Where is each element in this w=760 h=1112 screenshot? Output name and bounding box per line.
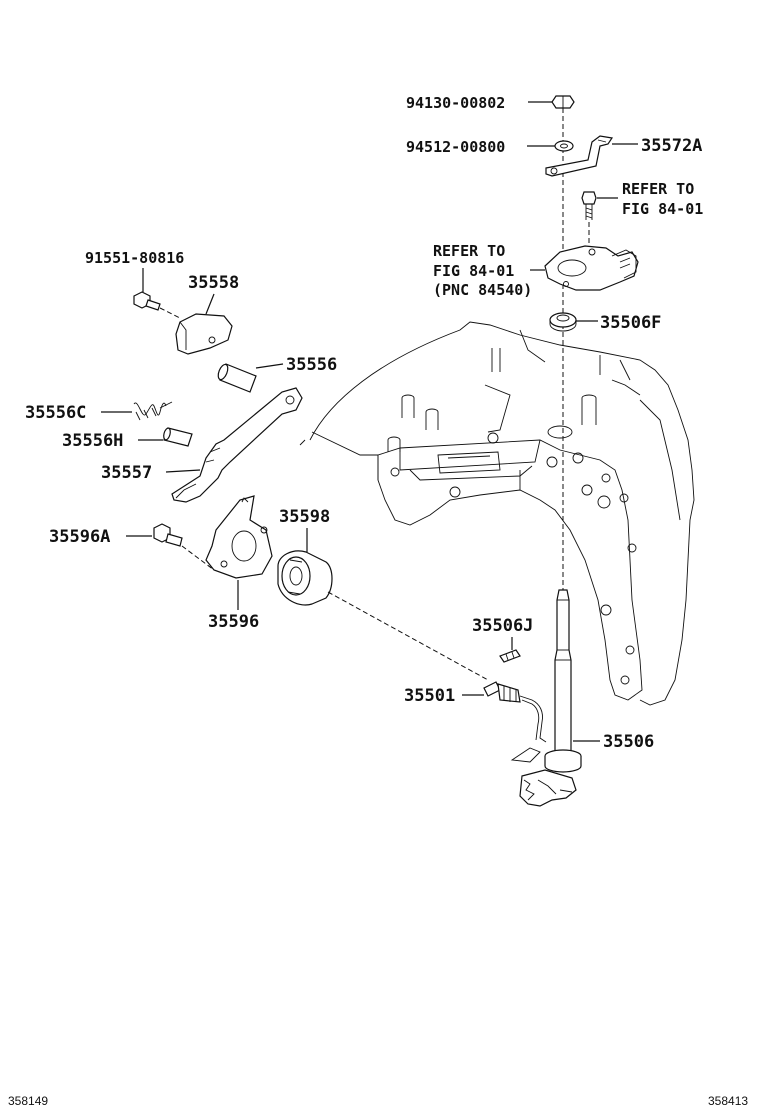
label-35506: 35506 [603,732,654,752]
label-35506F: 35506F [600,313,661,333]
leader-35558 [205,293,215,315]
label-35572A: 35572A [641,136,702,156]
transmission-case [299,321,695,706]
shaft-axis-line [327,591,489,681]
label-35556: 35556 [286,355,337,375]
ref-mid-line3: (PNC 84540) [433,281,532,299]
pin-35506J [499,649,521,663]
ref-mid-line2: FIG 84-01 [433,262,514,280]
label-35501: 35501 [404,686,455,706]
bolt-91551 [133,291,161,311]
washer-94512 [554,140,574,152]
ref-upper-line1: REFER TO [622,180,694,198]
pin-35556 [217,363,257,393]
leader-35556 [255,363,284,369]
ref-upper-line2: FIG 84-01 [622,200,703,218]
spring-35556C [133,401,173,421]
label-35558: 35558 [188,273,239,293]
label-35557: 35557 [101,463,152,483]
manual-shaft-35506 [510,589,582,807]
bolt-35596A-axis [181,545,215,571]
leader-35557 [165,469,201,473]
label-35596: 35596 [208,612,259,632]
label-35598: 35598 [279,507,330,527]
ref-mid-line1: REFER TO [433,242,505,260]
switch-bolt [581,191,597,220]
bracket-35558 [175,313,233,355]
rod-35501 [483,681,547,743]
label-35506J: 35506J [472,616,533,636]
neutral-start-switch [544,245,639,291]
plate-35596 [205,495,273,579]
bushing-35598 [277,550,333,606]
bolt-91551-axis [159,307,181,319]
lever-35572A [545,135,614,177]
oil-seal-35506F [549,312,577,332]
label-35556C: 35556C [25,403,86,423]
label-94130-00802: 94130-00802 [406,94,505,112]
label-91551-80816: 91551-80816 [85,249,184,267]
label-35596A: 35596A [49,527,110,547]
pin-35556H [163,427,193,447]
footer-right-code: 358413 [708,1094,748,1108]
label-35556H: 35556H [62,431,123,451]
label-94512-00800: 94512-00800 [406,138,505,156]
lever-35557 [171,387,303,503]
nut-94130 [551,95,575,109]
bolt-35596A [153,523,183,547]
footer-left-code: 358149 [8,1094,48,1108]
